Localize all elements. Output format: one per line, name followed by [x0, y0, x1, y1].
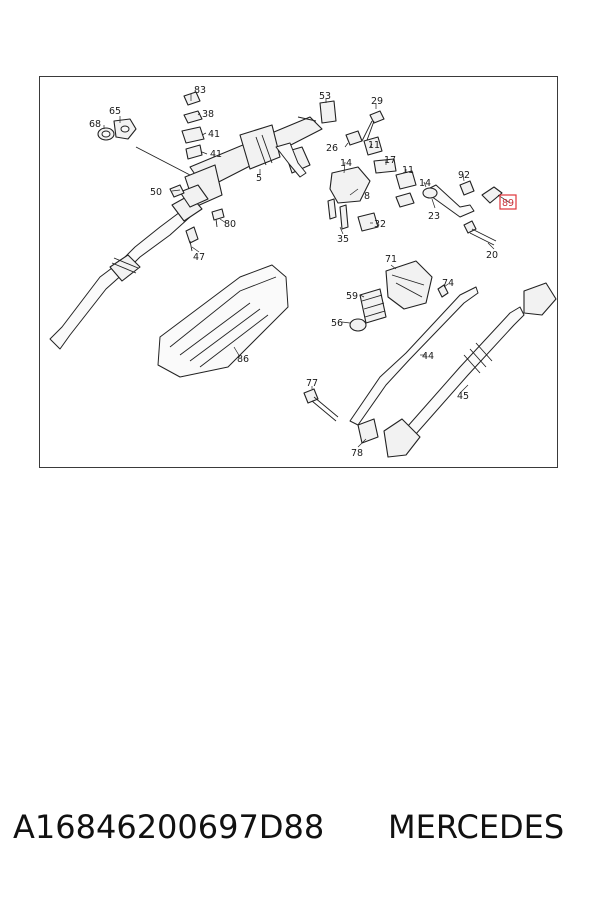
parts-diagram: 83 65 38 68 41 41 53 29 26 11 14 17 11 9…: [39, 76, 558, 468]
bracket-89: [481, 186, 503, 204]
pin-74: [437, 284, 449, 298]
pins-35: [327, 198, 349, 230]
callout-89-highlight-box: [499, 194, 517, 210]
callout-labels: 83 65 38 68 41 41 53 29 26 11 14 17 11 9…: [89, 85, 517, 459]
callout-59: 59: [346, 291, 358, 302]
callout-23: 23: [428, 211, 440, 222]
callout-41-upper: 41: [208, 129, 220, 140]
callout-38: 38: [202, 109, 214, 120]
clip-32: [357, 212, 379, 232]
callout-47: 47: [193, 252, 205, 263]
steering-shaft-lower: [49, 211, 191, 350]
sleeve-53: [319, 100, 337, 124]
callout-8: 8: [364, 191, 370, 202]
callout-65: 65: [109, 106, 121, 117]
callout-14-right: 14: [419, 178, 431, 189]
callout-56: 56: [331, 318, 343, 329]
callout-14-left: 14: [340, 158, 352, 169]
callout-77: 77: [306, 378, 318, 389]
callout-32: 32: [374, 219, 386, 230]
callout-53: 53: [319, 91, 331, 102]
callout-26: 26: [326, 143, 338, 154]
nut-50: [169, 184, 185, 198]
brand-name: MERCEDES: [388, 808, 565, 846]
lever-arm: [275, 142, 307, 178]
clamp-78: [357, 418, 379, 444]
intermediate-shaft-44: [349, 286, 479, 426]
callout-86: 86: [237, 354, 249, 365]
bellows-59: [359, 288, 387, 324]
callout-5: 5: [256, 173, 262, 184]
callout-89: 89: [502, 198, 514, 209]
universal-joint-left: [135, 146, 209, 222]
part-caption: A1684620069​7D88 MERCEDES: [0, 808, 600, 858]
callout-83: 83: [194, 85, 206, 96]
callout-71: 71: [385, 254, 397, 265]
hardware-stack: [181, 91, 205, 160]
boot-71: [385, 260, 433, 310]
callout-74: 74: [442, 278, 454, 289]
bolt-29: [361, 110, 385, 144]
exploded-view-drawing: 83 65 38 68 41 41 53 29 26 11 14 17 11 9…: [49, 85, 557, 459]
bolt-20: [463, 220, 497, 246]
bolt-92: [459, 180, 475, 196]
callout-20: 20: [486, 250, 498, 261]
steering-column-tube: [184, 116, 323, 208]
rod-23: [422, 184, 475, 218]
callout-11-left: 11: [368, 140, 380, 151]
callout-41-lower: 41: [210, 149, 222, 160]
callout-35: 35: [337, 234, 349, 245]
bolt-77: [303, 388, 339, 422]
callout-45: 45: [457, 391, 469, 402]
callout-68: 68: [89, 119, 101, 130]
callout-29: 29: [371, 96, 383, 107]
callout-50: 50: [150, 187, 162, 198]
callout-78: 78: [351, 448, 363, 459]
callout-44: 44: [422, 351, 434, 362]
callout-92: 92: [458, 170, 470, 181]
bolt-80: [211, 208, 225, 228]
callout-80: 80: [224, 219, 236, 230]
bolt-47: [185, 226, 199, 252]
bracket-group-mid: [329, 130, 417, 208]
ring-56: [349, 318, 367, 332]
drive-shaft-45: [383, 282, 557, 458]
cover-86: [157, 264, 289, 378]
part-number: A1684620069​7D88: [13, 808, 325, 846]
callout-17: 17: [384, 155, 396, 166]
washer-nut-left: [97, 118, 137, 141]
callout-11-right: 11: [402, 165, 414, 176]
